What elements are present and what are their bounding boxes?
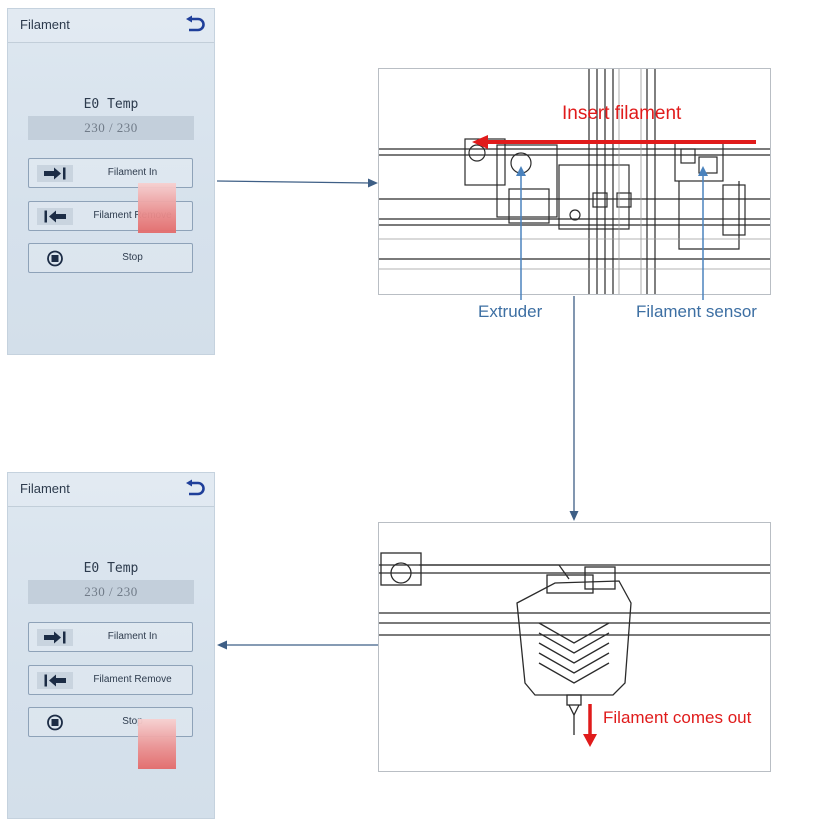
panel-title: Filament [20,481,70,496]
panel-title: Filament [20,17,70,32]
filament-in-button[interactable]: Filament In [28,622,193,652]
temp-value: 230 / 230 [28,580,194,604]
arrow-out-icon [37,208,73,225]
extruder-photo [378,68,771,295]
arrow-in-icon [37,629,73,646]
button-label: Stop [122,252,143,263]
stop-icon [47,714,63,731]
back-icon[interactable] [184,479,206,499]
button-label: Filament In [107,631,158,642]
button-label: Stop [122,716,143,727]
label-pointers [516,166,708,300]
panel-header: Filament [8,473,214,507]
hotend-sketch [379,552,770,735]
arrow-in-icon [37,165,73,182]
extruder-sketch [379,69,770,294]
temp-value: 230 / 230 [28,116,194,140]
filament-sensor-label: Filament sensor [636,302,757,321]
insert-filament-label: Insert filament [562,103,682,124]
touch-indicator [138,719,176,769]
insert-arrow [472,135,756,149]
button-label: Filament Remove [93,674,172,685]
panel-header: Filament [8,9,214,43]
touch-indicator [138,183,176,233]
nozzle-photo [378,522,771,772]
temp-label: E0 Temp [83,97,139,112]
button-label: Filament Remove [93,210,172,221]
stop-button[interactable]: Stop [28,243,193,273]
comes-out-arrow [583,704,597,747]
filament-comes-out-label: Filament comes out [603,708,752,727]
stop-icon [47,250,63,267]
screen-panel-top: Filament E0 Temp 230 / 230 Filament In F… [7,8,215,355]
button-label: Filament In [107,167,158,178]
extruder-label: Extruder [478,302,543,321]
back-icon[interactable] [184,15,206,35]
screen-panel-bottom: Filament E0 Temp 230 / 230 Filament In F… [7,472,215,819]
arrow-out-icon [37,672,73,689]
filament-remove-button[interactable]: Filament Remove [28,665,193,695]
temp-label: E0 Temp [83,561,139,576]
